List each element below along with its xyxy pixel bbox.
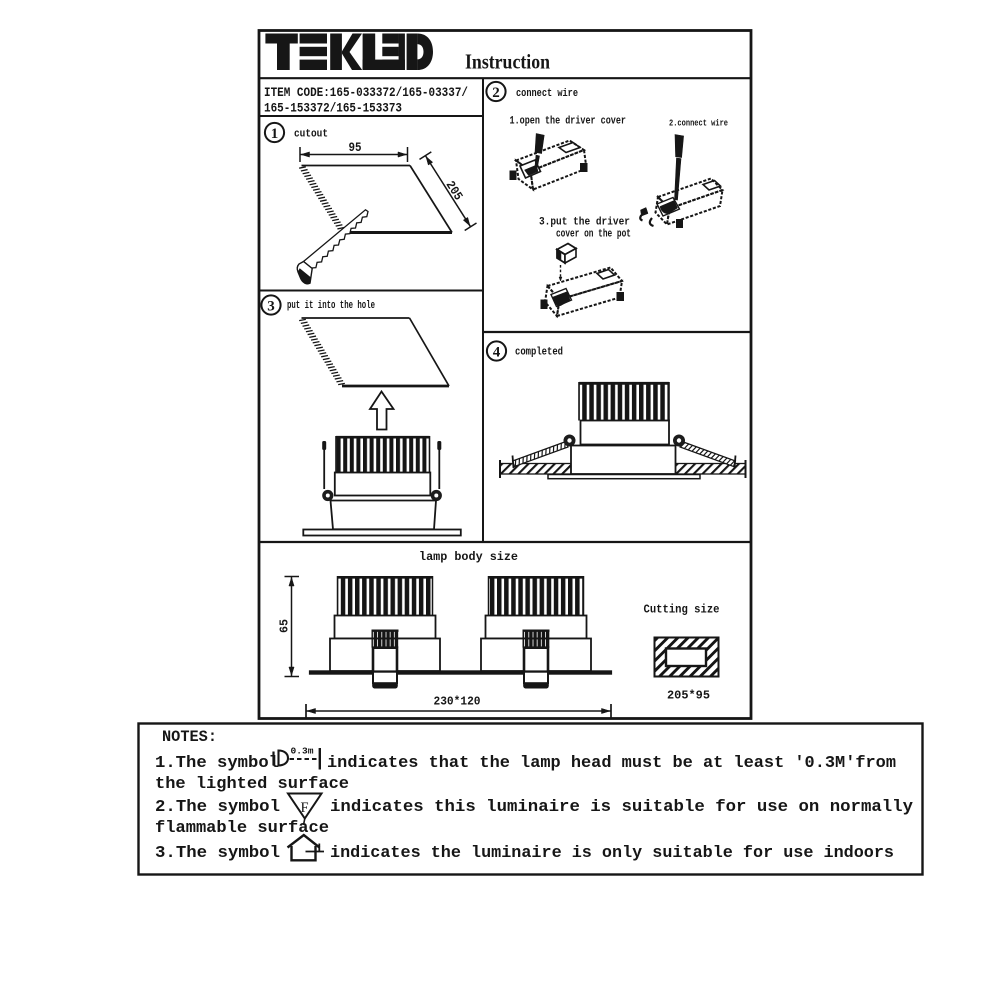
svg-text:4: 4 bbox=[493, 344, 501, 360]
svg-text:3.put the driver: 3.put the driver bbox=[539, 217, 630, 229]
svg-text:2: 2 bbox=[492, 85, 500, 101]
svg-text:connect wire: connect wire bbox=[516, 88, 578, 100]
svg-text:ITEM CODE:165-033372/165-03337: ITEM CODE:165-033372/165-03337/ bbox=[264, 86, 468, 100]
svg-text:2.connect wire: 2.connect wire bbox=[669, 119, 728, 129]
svg-text:indicates that the lamp head m: indicates that the lamp head must be at … bbox=[327, 754, 896, 773]
svg-text:230*120: 230*120 bbox=[434, 696, 481, 709]
svg-text:lamp body size: lamp body size bbox=[419, 550, 518, 564]
svg-text:1: 1 bbox=[271, 126, 279, 142]
svg-text:65: 65 bbox=[278, 619, 292, 633]
svg-text:1.The symbol: 1.The symbol bbox=[155, 754, 279, 773]
svg-text:NOTES:: NOTES: bbox=[162, 728, 217, 746]
svg-text:0.3m: 0.3m bbox=[291, 746, 314, 757]
svg-text:put it into the hole: put it into the hole bbox=[287, 300, 375, 312]
svg-text:the lighted surface: the lighted surface bbox=[155, 775, 349, 794]
svg-text:flammable surface: flammable surface bbox=[155, 819, 329, 838]
svg-text:indicates the luminaire is onl: indicates the luminaire is only suitable… bbox=[330, 844, 894, 863]
svg-text:3.The symbol: 3.The symbol bbox=[155, 844, 280, 863]
svg-text:165-153372/165-153373: 165-153372/165-153373 bbox=[264, 102, 402, 116]
svg-text:95: 95 bbox=[349, 140, 362, 155]
svg-text:F: F bbox=[300, 800, 308, 816]
svg-text:205*95: 205*95 bbox=[667, 690, 710, 703]
svg-text:1.open the driver cover: 1.open the driver cover bbox=[510, 116, 627, 128]
svg-text:indicates this luminaire is su: indicates this luminaire is suitable for… bbox=[330, 798, 913, 817]
svg-text:3: 3 bbox=[267, 298, 275, 314]
svg-text:cover on the pot: cover on the pot bbox=[556, 229, 631, 241]
svg-text:Instruction: Instruction bbox=[465, 50, 550, 74]
svg-text:Cutting size: Cutting size bbox=[644, 604, 720, 617]
svg-text:completed: completed bbox=[515, 347, 563, 359]
svg-text:2.The symbol: 2.The symbol bbox=[155, 798, 280, 817]
svg-text:cutout: cutout bbox=[294, 129, 328, 141]
